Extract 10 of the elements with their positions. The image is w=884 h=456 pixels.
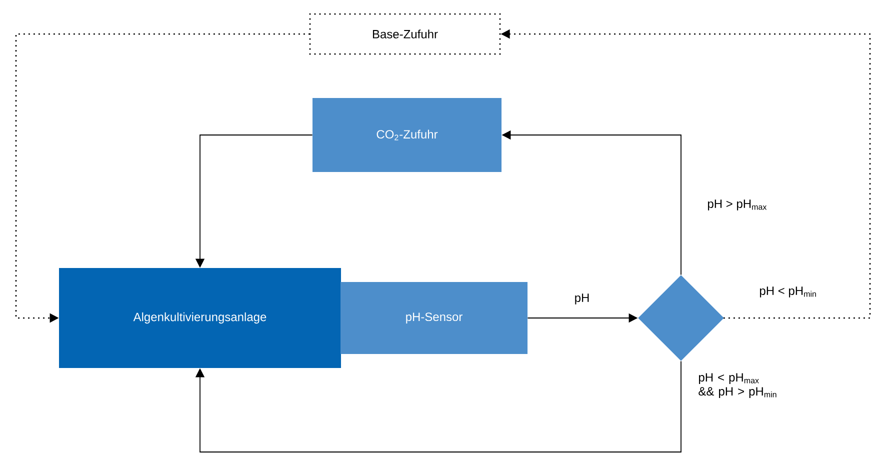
- supply-box: CO$_{2}$-Zufuhr: [312, 98, 502, 172]
- edge-label: pH < pH$_{max}$ && pH > pH$_{min}$: [697, 372, 780, 399]
- decision-diamond: [638, 275, 724, 361]
- supply-box: Base-Zufuhr: [309, 13, 501, 55]
- edge-label: pH > pH$_{max}$: [706, 198, 768, 212]
- edge-label: pH: [573, 292, 591, 306]
- edge-label: pH < pH$_{min}$: [758, 286, 818, 298]
- arrow: [195, 360, 682, 452]
- sensor-box: pH-Sensor: [340, 282, 528, 354]
- plant-box: Algenkultivierungsanlage: [59, 268, 341, 368]
